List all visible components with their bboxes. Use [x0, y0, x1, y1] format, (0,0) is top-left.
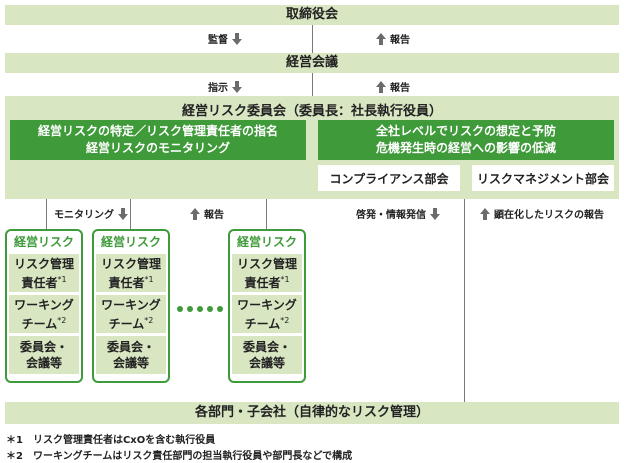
- up-arrow-icon: [376, 32, 386, 45]
- down-arrow-icon: [232, 80, 242, 93]
- footnote-mark: *1: [280, 274, 290, 284]
- departments-label: 各部門・子会社（自律的なリスク管理）: [194, 405, 429, 420]
- card-title: 経営リスク: [232, 233, 302, 251]
- down-arrow-icon: [232, 32, 242, 45]
- working-team-cell: ワーキング チーム*2: [9, 295, 79, 333]
- footnote-2: ＊2 ワーキングチームはリスク責任部門の担当執行役員や部門長などで構成: [6, 451, 353, 462]
- report-arrow-label-2: 報告: [376, 79, 410, 94]
- board-label: 取締役会: [285, 7, 338, 22]
- risk-report-arrow-label: 顕在化したリスクの報告: [480, 206, 604, 221]
- footnote-mark: *1: [144, 274, 154, 284]
- risk-card: 経営リスク リスク管理 責任者*1 ワーキング チーム*2 委員会・ 会議等: [228, 229, 306, 383]
- connector-line: [464, 199, 465, 405]
- footnote-mark: *2: [144, 315, 154, 325]
- risk-officer-cell: リスク管理 責任者*1: [96, 254, 166, 292]
- report-arrow-label: 報告: [376, 31, 410, 46]
- compliance-subcommittee: コンプライアンス部会: [318, 165, 460, 191]
- footnote-mark: *2: [280, 315, 290, 325]
- card-title: 経営リスク: [96, 233, 166, 251]
- up-arrow-icon: [480, 207, 490, 220]
- card-title: 経営リスク: [9, 233, 79, 251]
- ellipsis-dots: [177, 306, 223, 312]
- up-arrow-icon: [376, 80, 386, 93]
- connector-line: [46, 199, 47, 229]
- footnote-mark: *1: [57, 274, 67, 284]
- down-arrow-icon: [430, 207, 440, 220]
- meeting-cell: 委員会・ 会議等: [96, 336, 166, 374]
- report-arrow-label-3: 報告: [190, 206, 224, 221]
- connector-line: [266, 199, 267, 229]
- down-arrow-icon: [118, 207, 128, 220]
- risk-card: 経営リスク リスク管理 責任者*1 ワーキング チーム*2 委員会・ 会議等: [92, 229, 170, 383]
- working-team-cell: ワーキング チーム*2: [96, 295, 166, 333]
- risk-officer-cell: リスク管理 責任者*1: [232, 254, 302, 292]
- mgmt-meeting-label: 経営会議: [285, 55, 338, 70]
- footnote-mark: *2: [57, 315, 67, 325]
- connector-line: [312, 72, 313, 96]
- connector-line: [312, 24, 313, 54]
- monitoring-arrow-label: モニタリング: [54, 206, 128, 221]
- departments-band: 各部門・子会社（自律的なリスク管理）: [5, 402, 619, 424]
- meeting-cell: 委員会・ 会議等: [9, 336, 79, 374]
- meeting-cell: 委員会・ 会議等: [232, 336, 302, 374]
- committee-title: 経営リスク委員会（委員長：社長執行役員）: [181, 104, 442, 119]
- risk-officer-cell: リスク管理 責任者*1: [9, 254, 79, 292]
- supervise-arrow-label: 監督: [208, 31, 242, 46]
- task-box-left: 経営リスクの特定／リスク管理責任者の指名 経営リスクのモニタリング: [10, 120, 306, 160]
- risk-management-subcommittee: リスクマネジメント部会: [472, 165, 614, 191]
- mgmt-meeting-band: 経営会議: [5, 53, 619, 73]
- connector-line: [130, 199, 131, 229]
- footnote-1: ＊1 リスク管理責任者はCxOを含む執行役員: [6, 435, 216, 446]
- up-arrow-icon: [190, 207, 200, 220]
- task-box-right: 全社レベルでリスクの想定と予防 危機発生時の経営への影響の低減: [318, 120, 614, 160]
- board-band: 取締役会: [5, 5, 619, 25]
- instruct-arrow-label: 指示: [208, 79, 242, 94]
- risk-card: 経営リスク リスク管理 責任者*1 ワーキング チーム*2 委員会・ 会議等: [5, 229, 83, 383]
- working-team-cell: ワーキング チーム*2: [232, 295, 302, 333]
- awareness-arrow-label: 啓発・情報発信: [356, 206, 440, 221]
